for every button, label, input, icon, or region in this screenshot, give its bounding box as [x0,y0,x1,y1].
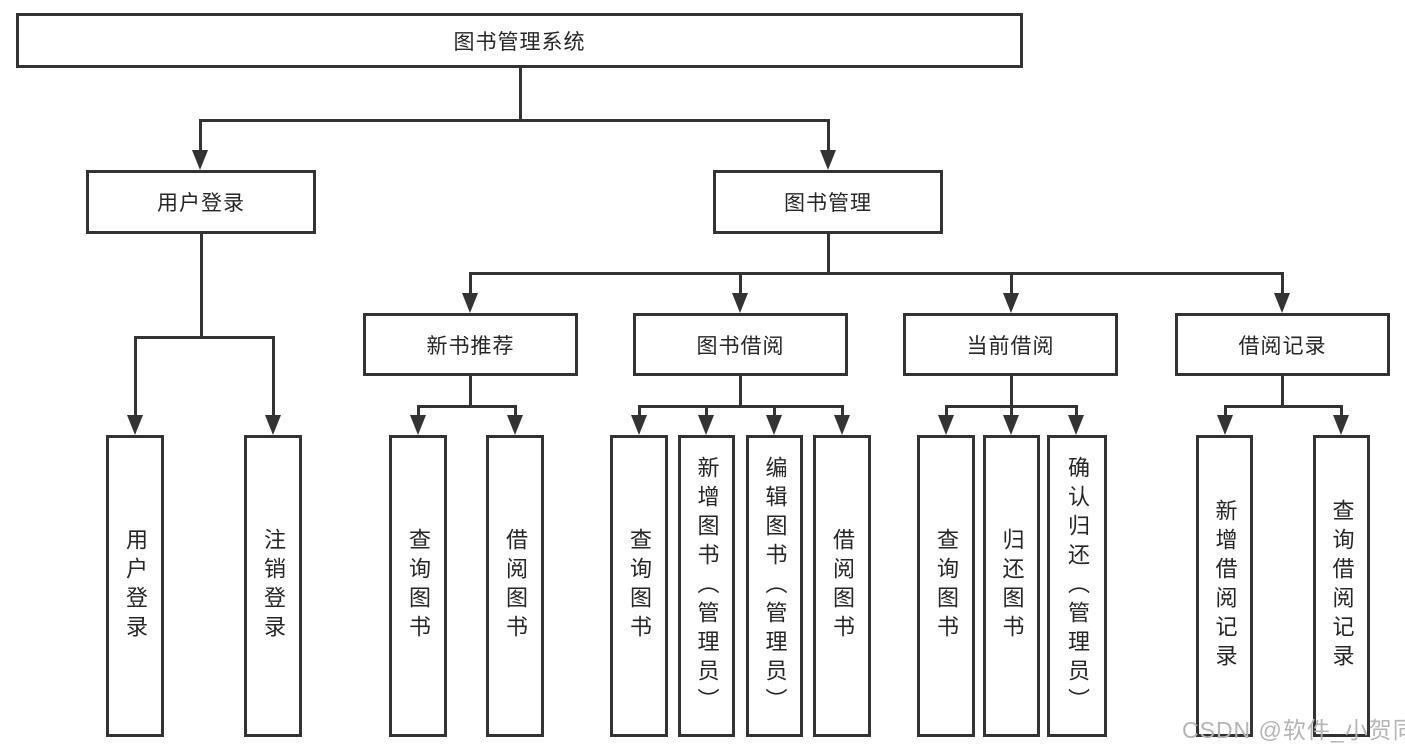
leaf-query-books-borrowing: 查询图书 [610,435,668,737]
connector-stub [417,405,420,417]
leaf-edit-book-admin: 编辑图书（管理员） [746,435,803,737]
node-label: 借阅记录 [1238,334,1327,358]
node-root: 图书管理系统 [16,13,1023,68]
node-root-label: 图书管理系统 [453,30,586,54]
arrow-down-icon [1003,293,1019,313]
arrow-down-icon [192,150,208,170]
arrow-down-icon [1003,415,1019,435]
leaf-add-book-admin: 新增图书（管理员） [678,435,735,737]
connector-stub [1224,405,1227,417]
node-label: 图书管理 [784,192,872,215]
connector-root-branch [200,119,829,122]
arrow-down-icon [938,415,954,435]
connector-line [827,234,830,272]
connector-line [1281,376,1284,405]
connector-stub [469,272,472,293]
leaf-user-login: 用户登录 [106,435,164,737]
leaf-label: 借阅图书 [503,528,528,644]
arrow-down-icon [631,415,647,435]
node-new-book-recommendation: 新书推荐 [363,313,578,376]
connector-branch [639,405,842,408]
connector-root-line [519,68,522,119]
connector-stub [841,405,844,417]
node-label: 当前借阅 [966,334,1055,358]
connector-stub [134,336,137,415]
node-book-borrowing: 图书借阅 [633,313,848,376]
connector-line [1010,376,1013,405]
leaf-query-books-recommend: 查询图书 [389,435,447,737]
arrow-down-icon [410,415,426,435]
connector-stub [638,405,641,417]
arrow-down-icon [1274,293,1290,313]
connector-user-login-stub [199,119,202,151]
leaf-query-borrow-record: 查询借阅记录 [1313,435,1370,737]
arrow-down-icon [265,415,281,435]
leaf-label: 查询借阅记录 [1329,499,1355,673]
leaf-label: 新增图书（管理员） [694,455,720,717]
leaf-label: 新增借阅记录 [1212,499,1238,673]
connector-stub [739,272,742,293]
arrow-down-icon [732,293,748,313]
connector-stub [1010,405,1013,417]
connector-stub [272,336,275,415]
arrow-down-icon [766,415,782,435]
leaf-label: 查询图书 [627,528,652,644]
connector-line [739,376,742,405]
node-label: 用户登录 [157,192,245,215]
node-label: 新书推荐 [426,334,515,358]
connector-branch [1225,405,1341,408]
connector-book-management-stub [827,119,830,151]
leaf-confirm-return-admin: 确认归还（管理员） [1047,435,1107,737]
connector-stub [1075,405,1078,417]
arrow-down-icon [698,415,714,435]
arrow-down-icon [1068,415,1084,435]
arrow-down-icon [1217,415,1233,435]
connector-stub [945,405,948,417]
leaf-label: 借阅图书 [830,528,855,644]
leaf-return-book: 归还图书 [983,435,1040,737]
connector-branch [470,272,1283,275]
arrow-down-icon [834,415,850,435]
node-label: 图书借阅 [696,334,785,358]
node-book-management: 图书管理 [713,170,943,234]
leaf-query-books-current: 查询图书 [917,435,975,737]
arrow-down-icon [462,293,478,313]
node-user-login: 用户登录 [86,170,316,234]
leaf-label: 查询图书 [934,528,959,644]
connector-stub [1340,405,1343,417]
leaf-logout: 注销登录 [244,435,302,737]
node-current-borrowing: 当前借阅 [903,313,1118,376]
connector-stub [773,405,776,417]
arrow-down-icon [507,415,523,435]
leaf-label: 编辑图书（管理员） [762,455,788,717]
connector-stub [1010,272,1013,293]
leaf-label: 查询图书 [406,528,431,644]
connector-line [200,234,203,336]
leaf-label: 注销登录 [261,528,286,644]
arrow-down-icon [1333,415,1349,435]
connector-branch [135,336,273,339]
node-borrowing-records: 借阅记录 [1175,313,1390,376]
connector-stub [1281,272,1284,293]
leaf-add-borrow-record: 新增借阅记录 [1196,435,1253,737]
leaf-label: 归还图书 [999,528,1025,644]
leaf-label: 确认归还（管理员） [1065,455,1090,717]
connector-branch [418,405,515,408]
connector-stub [514,405,517,417]
watermark: CSDN @软件_小贺同学 [1182,717,1405,743]
arrow-down-icon [127,415,143,435]
leaf-borrow-books-recommend: 借阅图书 [486,435,544,737]
connector-stub [705,405,708,417]
leaf-label: 用户登录 [123,528,148,644]
arrow-down-icon [820,150,836,170]
connector-line [469,376,472,405]
leaf-borrow-books-borrowing: 借阅图书 [813,435,871,737]
